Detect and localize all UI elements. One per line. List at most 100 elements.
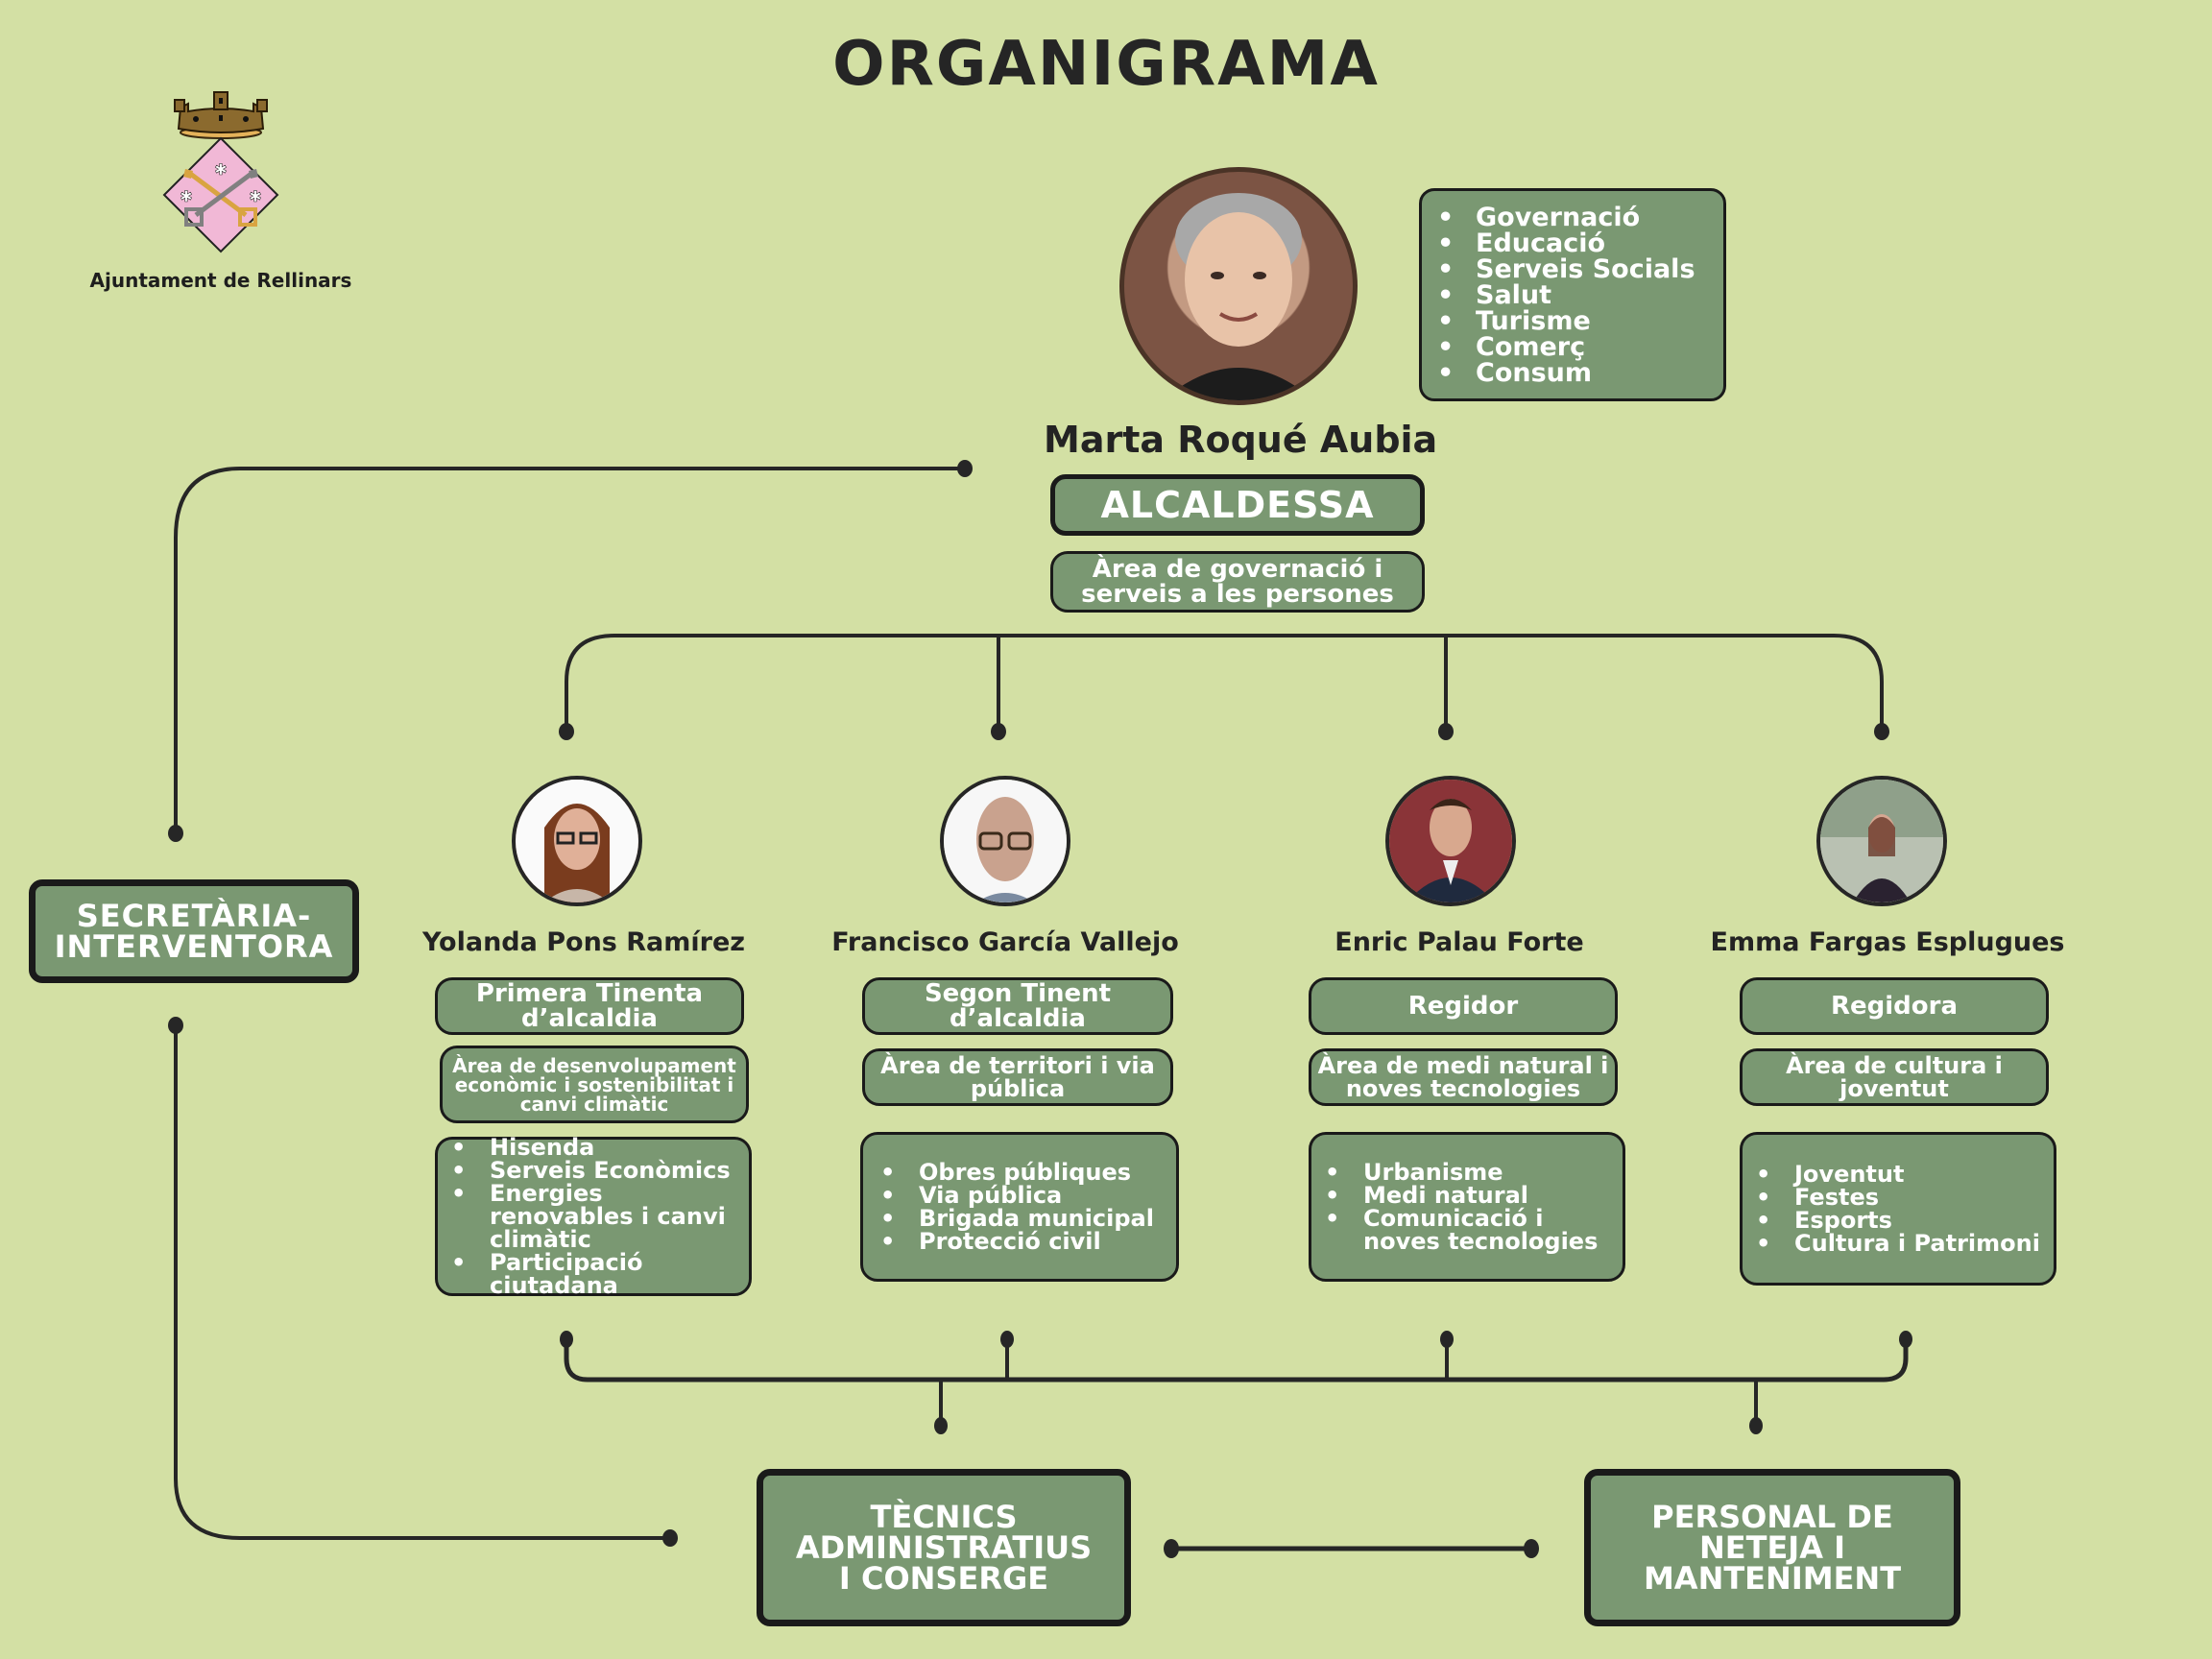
competency-item: Joventut — [1756, 1163, 2040, 1186]
crown-icon — [174, 91, 268, 139]
member-competencies-list: Obres públiques Via pública Brigada muni… — [863, 1161, 1154, 1253]
member-competencies-list: Hisenda Serveis Econòmics Energies renov… — [438, 1136, 749, 1297]
competency-item: Comunicació i noves tecnologies — [1325, 1207, 1623, 1253]
member-area-box: Àrea de cultura i joventut — [1740, 1048, 2049, 1106]
connector-dot — [1749, 1417, 1763, 1434]
staff-line: MANTENIMENT — [1643, 1560, 1902, 1597]
member-competencies-list: Joventut Festes Esports Cultura i Patrim… — [1743, 1163, 2040, 1255]
svg-text:✱: ✱ — [214, 160, 227, 179]
connector-secretaria-tecnics — [174, 1025, 670, 1540]
competency-item: Brigada municipal — [880, 1207, 1154, 1230]
connector-mayor-secretaria — [174, 467, 965, 833]
competency-item: Serveis Econòmics — [451, 1159, 749, 1182]
shield-icon: ✱ ✱ ✱ — [162, 136, 279, 253]
connector-dot — [1440, 1331, 1454, 1348]
portrait-icon — [1389, 780, 1512, 902]
role-line: Segon Tinent — [924, 979, 1112, 1008]
member-area-box: Àrea de desenvolupament econòmic i soste… — [440, 1046, 749, 1123]
staff-personal-box: PERSONAL DE NETEJA I MANTENIMENT — [1584, 1469, 1960, 1626]
mayor-role: ALCALDESSA — [1100, 484, 1375, 526]
competency-item: Cultura i Patrimoni — [1756, 1232, 2040, 1255]
member-area-box: Àrea de territori i via pública — [862, 1048, 1173, 1106]
secretaria-box: SECRETÀRIA- INTERVENTORA — [29, 879, 359, 983]
portrait-icon — [944, 780, 1067, 902]
connector-dot — [168, 1017, 183, 1034]
competency-item: Obres públiques — [880, 1161, 1154, 1184]
competency-item: Esports — [1756, 1209, 2040, 1232]
staff-tecnics-box: TÈCNICS ADMINISTRATIUS I CONSERGE — [757, 1469, 1131, 1626]
competency-item: Hisenda — [451, 1136, 749, 1159]
member-role-box: Regidora — [1740, 977, 2049, 1035]
role-line: Regidor — [1407, 992, 1519, 1021]
member-role-box: Segon Tinent d’alcaldia — [862, 977, 1173, 1035]
connector-dot — [560, 1331, 573, 1348]
member-photo — [940, 776, 1070, 906]
connector-dot — [1438, 723, 1454, 740]
competency-item: Participació ciutadana — [451, 1251, 749, 1297]
staff-line: I CONSERGE — [838, 1560, 1049, 1597]
connector-dot — [991, 723, 1006, 740]
portrait-icon — [516, 780, 638, 902]
member-competencies-box: Hisenda Serveis Econòmics Energies renov… — [435, 1136, 752, 1297]
competency-item: Medi natural — [1325, 1184, 1623, 1207]
competency-item: Energies renovables i canvi climàtic — [451, 1182, 749, 1251]
competency-item: Festes — [1756, 1186, 2040, 1209]
municipal-logo: ✱ ✱ ✱ — [154, 86, 288, 259]
connector-bottom-bracket — [564, 1339, 1909, 1382]
staff-line: PERSONAL DE — [1651, 1499, 1893, 1535]
connector-dot — [934, 1417, 948, 1434]
member-photo — [512, 776, 642, 906]
area-line: econòmic i sostenibilitat i — [454, 1072, 734, 1096]
mayor-competencies-box: Governació Educació Serveis Socials Salu… — [1419, 188, 1726, 401]
member-photo — [1385, 776, 1516, 906]
role-line: d’alcaldia — [950, 1004, 1086, 1033]
member-photo — [1816, 776, 1947, 906]
member-competencies-box: Joventut Festes Esports Cultura i Patrim… — [1740, 1132, 2056, 1286]
portrait-icon — [1163, 193, 1314, 400]
member-competencies-box: Urbanisme Medi natural Comunicació i nov… — [1309, 1132, 1625, 1282]
area-line: canvi climàtic — [519, 1092, 669, 1116]
staff-line: ADMINISTRATIUS — [795, 1529, 1093, 1566]
competency-item: Turisme — [1437, 308, 1695, 334]
coat-of-arms-icon: ✱ ✱ ✱ — [162, 91, 279, 253]
connector-dot — [957, 460, 973, 477]
area-line: Àrea de cultura i — [1786, 1052, 2003, 1079]
secretaria-line: SECRETÀRIA- — [76, 898, 312, 934]
staff-line: TÈCNICS — [870, 1499, 1018, 1535]
area-line: noves tecnologies — [1345, 1075, 1581, 1102]
portrait-icon — [1820, 780, 1943, 902]
member-name: Francisco García Vallejo — [831, 927, 1179, 957]
area-line: pública — [970, 1075, 1066, 1102]
connector-dot — [168, 825, 183, 842]
area-line: serveis a les persones — [1081, 580, 1394, 609]
member-role-box: Regidor — [1309, 977, 1618, 1035]
member-name: Yolanda Pons Ramírez — [421, 927, 746, 957]
area-line: Àrea de desenvolupament — [452, 1053, 736, 1077]
secretaria-line: INTERVENTORA — [54, 928, 334, 965]
competency-item: Via pública — [880, 1184, 1154, 1207]
connector-dot — [1899, 1331, 1912, 1348]
mayor-name: Marta Roqué Aubia — [1044, 419, 1438, 461]
mayor-competencies-list: Governació Educació Serveis Socials Salu… — [1422, 204, 1695, 386]
connector-dot — [1524, 1539, 1539, 1558]
member-competencies-box: Obres públiques Via pública Brigada muni… — [860, 1132, 1179, 1282]
competency-item: Serveis Socials — [1437, 256, 1695, 282]
competency-item: Protecció civil — [880, 1230, 1154, 1253]
page-title: ORGANIGRAMA — [832, 29, 1380, 100]
competency-item: Urbanisme — [1325, 1161, 1623, 1184]
competency-item: Educació — [1437, 230, 1695, 256]
role-line: Regidora — [1830, 992, 1959, 1021]
member-name: Enric Palau Forte — [1334, 927, 1584, 957]
member-name: Emma Fargas Esplugues — [1710, 927, 2065, 957]
connector-top-bracket — [565, 634, 1884, 732]
role-line: Primera Tinenta — [475, 979, 704, 1008]
connector-dot — [1000, 1331, 1014, 1348]
mayor-role-box: ALCALDESSA — [1050, 474, 1425, 536]
staff-line: NETEJA I — [1698, 1529, 1846, 1566]
connector-dot — [662, 1529, 678, 1547]
area-line: Àrea de medi natural i — [1317, 1052, 1609, 1079]
competency-item: Consum — [1437, 360, 1695, 386]
area-line: joventut — [1839, 1075, 1949, 1102]
role-line: d’alcaldia — [521, 1004, 658, 1033]
area-line: Àrea de territori i via — [880, 1052, 1155, 1079]
